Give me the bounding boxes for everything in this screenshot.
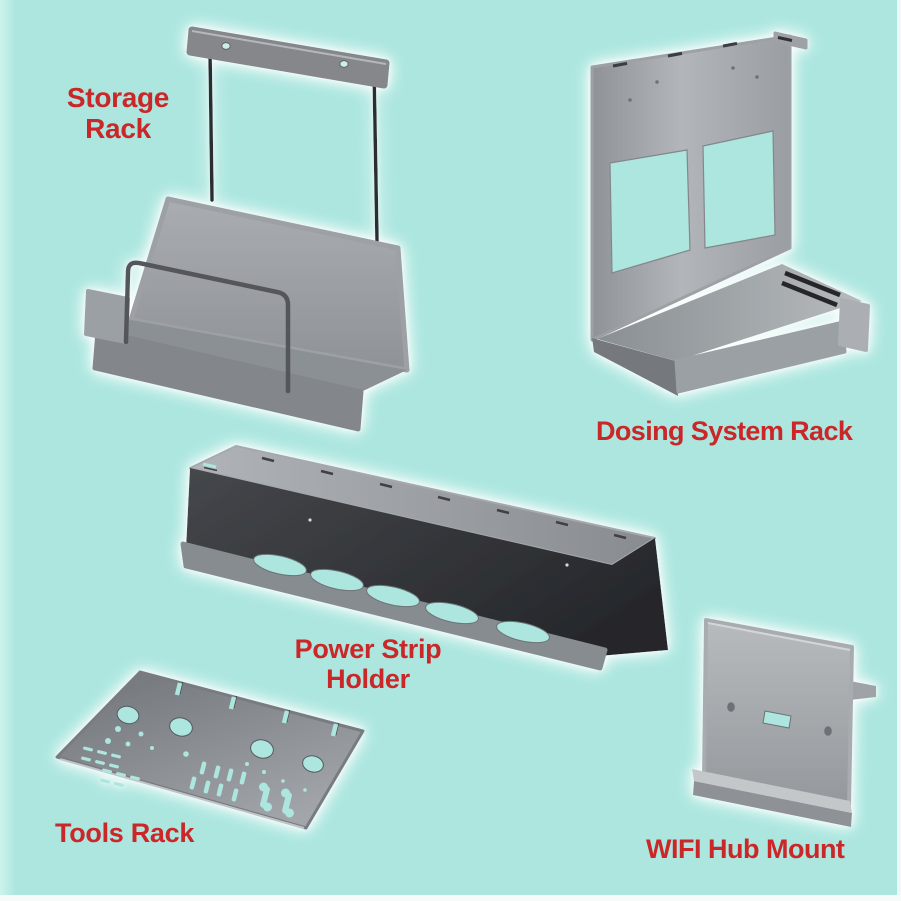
- tools-rack-label: Tools Rack: [55, 818, 194, 848]
- power-strip-holder-label-line2: Holder: [326, 664, 410, 695]
- dosing-system-rack-label: Dosing System Rack: [596, 416, 853, 446]
- wifi-hub-mount-label-line1: WIFI Hub Mount: [646, 834, 845, 864]
- power-strip-holder-render: [180, 445, 668, 671]
- tools-rack-label-line1: Tools Rack: [55, 818, 195, 848]
- dosing-system-rack-render: [590, 31, 870, 396]
- wifi-hub-mount-label: WIFI Hub Mount: [646, 834, 845, 864]
- storage-rack-label: Storage Rack: [40, 82, 196, 145]
- storage-rack-label-line1: Storage: [66, 82, 170, 113]
- dosing-system-rack-label-line1: Dosing System Rack: [596, 416, 853, 446]
- storage-rack-label-line2: Rack: [85, 113, 151, 145]
- power-strip-holder-label: Power Strip Holder: [280, 634, 456, 694]
- storage-rack-render: [84, 26, 410, 432]
- wifi-hub-mount-render: [692, 618, 876, 827]
- tools-rack-render: [55, 670, 365, 830]
- power-strip-holder-label-line1: Power Strip: [294, 634, 442, 664]
